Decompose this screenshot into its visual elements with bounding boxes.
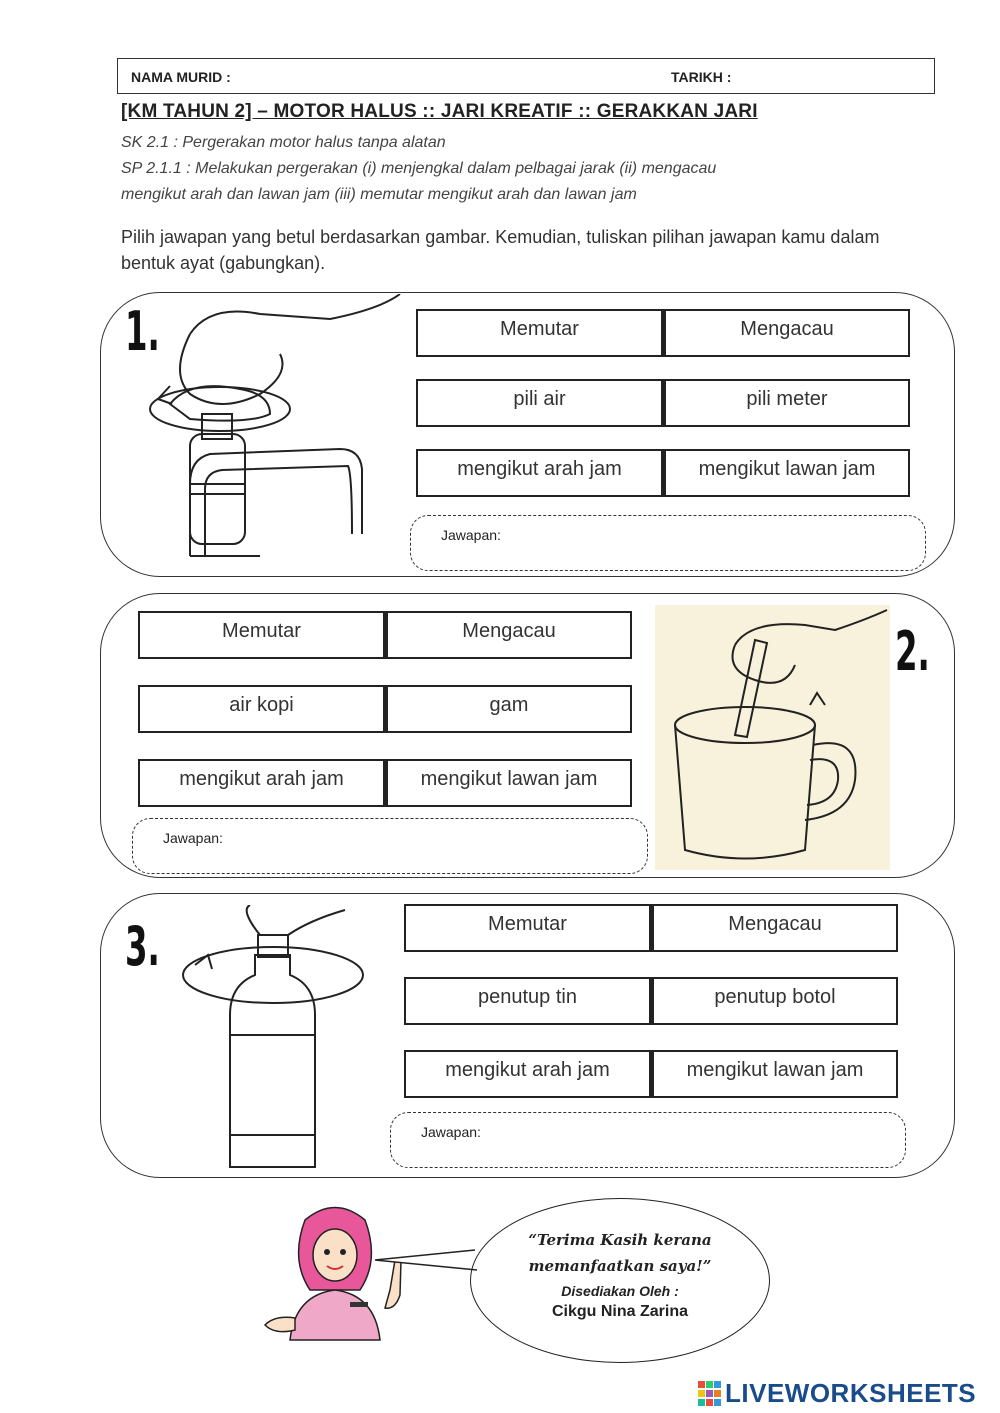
- q2-option-memutar[interactable]: Memutar: [138, 611, 385, 659]
- date-label: TARIKH :: [671, 69, 732, 85]
- question-1-options: Memutar Mengacau pili air pili meter men…: [416, 309, 910, 497]
- logo-mark-icon: [698, 1380, 721, 1406]
- q1-option-mengacau[interactable]: Mengacau: [663, 309, 910, 357]
- q1-option-pili-meter[interactable]: pili meter: [663, 379, 910, 427]
- q2-row-direction: mengikut arah jam mengikut lawan jam: [138, 759, 632, 807]
- prepared-by-label: Disediakan Oleh :: [561, 1283, 679, 1299]
- q1-answer-label: Jawapan:: [441, 527, 501, 543]
- q2-option-arah-jam[interactable]: mengikut arah jam: [138, 759, 385, 807]
- q1-row-direction: mengikut arah jam mengikut lawan jam: [416, 449, 910, 497]
- thanks-line-2: memanfaatkan saya!”: [528, 1257, 712, 1275]
- author-name: Cikgu Nina Zarina: [551, 1303, 689, 1320]
- faucet-icon: [149, 294, 401, 557]
- q1-row-action: Memutar Mengacau: [416, 309, 910, 357]
- q3-answer-label: Jawapan:: [421, 1124, 481, 1140]
- q2-row-object: air kopi gam: [138, 685, 632, 733]
- q3-row-direction: mengikut arah jam mengikut lawan jam: [404, 1050, 898, 1098]
- speech-bubble-tail: [375, 1249, 478, 1271]
- q1-option-arah-jam[interactable]: mengikut arah jam: [416, 449, 663, 497]
- question-1-number: 1.: [125, 300, 160, 363]
- q2-option-lawan-jam[interactable]: mengikut lawan jam: [385, 759, 632, 807]
- q3-option-penutup-botol[interactable]: penutup botol: [651, 977, 898, 1025]
- q1-answer-field[interactable]: Jawapan:: [410, 515, 926, 571]
- q3-option-arah-jam[interactable]: mengikut arah jam: [404, 1050, 651, 1098]
- q3-row-object: penutup tin penutup botol: [404, 977, 898, 1025]
- question-2-number: 2.: [895, 620, 930, 683]
- q1-row-object: pili air pili meter: [416, 379, 910, 427]
- q1-option-lawan-jam[interactable]: mengikut lawan jam: [663, 449, 910, 497]
- name-label: NAMA MURID :: [131, 69, 231, 85]
- q3-option-mengacau[interactable]: Mengacau: [651, 904, 898, 952]
- teacher-avatar: [263, 1206, 402, 1341]
- q2-answer-field[interactable]: Jawapan:: [132, 818, 648, 874]
- q2-option-mengacau[interactable]: Mengacau: [385, 611, 632, 659]
- thanks-line-1: “Terima Kasih kerana: [528, 1231, 712, 1249]
- student-info-box: NAMA MURID : TARIKH :: [117, 58, 935, 94]
- q1-option-pili-air[interactable]: pili air: [416, 379, 663, 427]
- worksheet-title: [KM TAHUN 2] – MOTOR HALUS :: JARI KREAT…: [121, 101, 758, 122]
- q3-row-action: Memutar Mengacau: [404, 904, 898, 952]
- mug-stirring-icon: [655, 605, 890, 870]
- question-3-options: Memutar Mengacau penutup tin penutup bot…: [404, 904, 898, 1098]
- q1-option-memutar[interactable]: Memutar: [416, 309, 663, 357]
- q2-row-action: Memutar Mengacau: [138, 611, 632, 659]
- standard-sp-line2: mengikut arah dan lawan jam (iii) memuta…: [121, 186, 637, 203]
- question-1-card: [100, 292, 955, 577]
- q2-option-air-kopi[interactable]: air kopi: [138, 685, 385, 733]
- standard-sk: SK 2.1 : Pergerakan motor halus tanpa al…: [121, 134, 446, 151]
- q3-option-memutar[interactable]: Memutar: [404, 904, 651, 952]
- bottle-cap-icon: [182, 905, 364, 1168]
- q3-answer-field[interactable]: Jawapan:: [390, 1112, 906, 1168]
- q3-option-penutup-tin[interactable]: penutup tin: [404, 977, 651, 1025]
- logo-text: LIVEWORKSHEETS: [725, 1378, 977, 1408]
- liveworksheets-logo: LIVEWORKSHEETS: [698, 1378, 976, 1409]
- instruction-text: Pilih jawapan yang betul berdasarkan gam…: [121, 227, 880, 273]
- q2-answer-label: Jawapan:: [163, 830, 223, 846]
- q2-option-gam[interactable]: gam: [385, 685, 632, 733]
- speech-bubble: “Terima Kasih kerana memanfaatkan saya!”…: [470, 1198, 770, 1363]
- question-2-options: Memutar Mengacau air kopi gam mengikut a…: [138, 611, 632, 807]
- standard-sp-line1: SP 2.1.1 : Melakukan pergerakan (i) menj…: [121, 160, 717, 177]
- q3-option-lawan-jam[interactable]: mengikut lawan jam: [651, 1050, 898, 1098]
- question-3-number: 3.: [125, 915, 160, 978]
